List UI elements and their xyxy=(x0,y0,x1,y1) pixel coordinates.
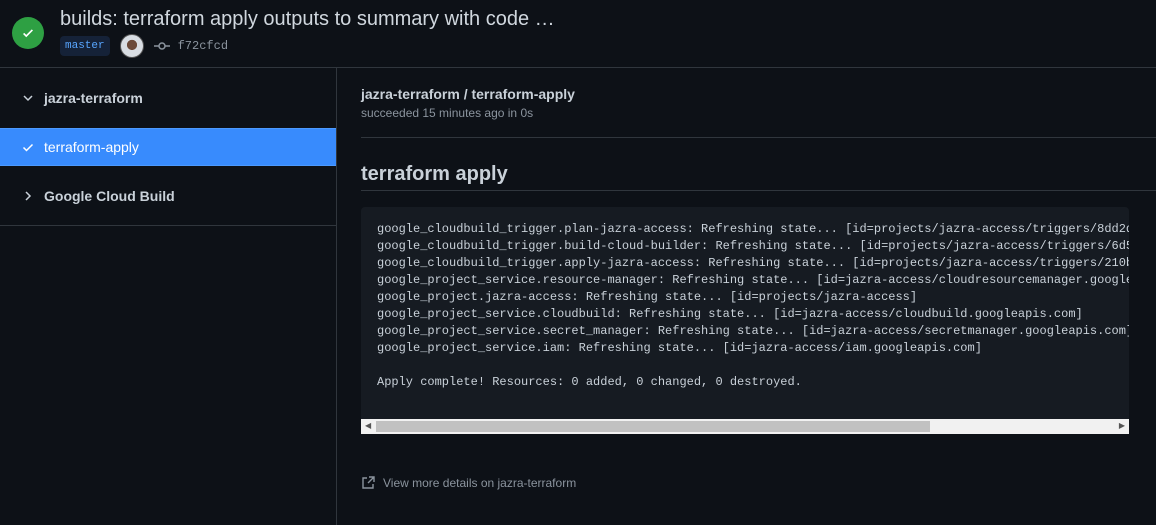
sidebar-group-google-cloud-build[interactable]: Google Cloud Build xyxy=(0,166,336,226)
log-line: google_project_service.resource-manager:… xyxy=(377,273,1129,287)
log-line: google_project_service.secret_manager: R… xyxy=(377,324,1129,338)
log-line: google_cloudbuild_trigger.plan-jazra-acc… xyxy=(377,222,1129,236)
check-icon xyxy=(22,143,34,152)
log-line: google_project_service.iam: Refreshing s… xyxy=(377,341,982,355)
job-path: jazra-terraform / terraform-apply xyxy=(361,86,575,102)
sidebar-group-jazra-terraform[interactable]: jazra-terraform xyxy=(0,68,336,128)
view-more-details-link[interactable]: View more details on jazra-terraform xyxy=(361,476,1156,490)
sidebar-group-label: jazra-terraform xyxy=(44,90,143,106)
sidebar-item-terraform-apply[interactable]: terraform-apply xyxy=(0,128,336,166)
step-title: terraform apply xyxy=(361,163,508,185)
header: builds: terraform apply outputs to summa… xyxy=(0,0,1156,68)
job-status: succeeded 15 minutes ago in 0s xyxy=(361,106,534,120)
log-line: google_cloudbuild_trigger.build-cloud-bu… xyxy=(377,239,1129,253)
horizontal-scrollbar[interactable]: ◀ ▶ xyxy=(361,419,1129,434)
build-title: builds: terraform apply outputs to summa… xyxy=(60,8,555,30)
external-link-icon xyxy=(362,476,375,489)
log-output: google_cloudbuild_trigger.plan-jazra-acc… xyxy=(361,207,1129,419)
scroll-left-arrow-icon[interactable]: ◀ xyxy=(365,421,372,430)
divider xyxy=(361,190,1156,191)
branch-badge[interactable]: master xyxy=(60,36,110,56)
sidebar-group-label: Google Cloud Build xyxy=(44,187,175,204)
log-line: google_project_service.cloudbuild: Refre… xyxy=(377,307,1083,321)
sidebar-item-label: terraform-apply xyxy=(44,139,139,155)
commit-icon xyxy=(153,42,170,50)
commit-link[interactable]: f72cfcd xyxy=(153,39,229,53)
log-blank-line xyxy=(377,357,1129,374)
log-line: google_cloudbuild_trigger.apply-jazra-ac… xyxy=(377,256,1129,270)
scrollbar-thumb[interactable] xyxy=(376,421,930,432)
commit-sha: f72cfcd xyxy=(177,39,229,53)
chevron-right-icon xyxy=(25,190,32,201)
chevron-down-icon xyxy=(23,95,33,102)
avatar[interactable] xyxy=(119,34,144,58)
sidebar: jazra-terraform terraform-apply Google C… xyxy=(0,68,337,525)
link-label: View more details on jazra-terraform xyxy=(383,476,577,490)
divider xyxy=(361,137,1156,138)
log-line: Apply complete! Resources: 0 added, 0 ch… xyxy=(377,375,802,389)
main-panel: jazra-terraform / terraform-apply succee… xyxy=(361,68,1156,490)
log-line: google_project.jazra-access: Refreshing … xyxy=(377,290,918,304)
success-check-icon xyxy=(12,17,44,49)
scroll-right-arrow-icon[interactable]: ▶ xyxy=(1118,421,1125,430)
